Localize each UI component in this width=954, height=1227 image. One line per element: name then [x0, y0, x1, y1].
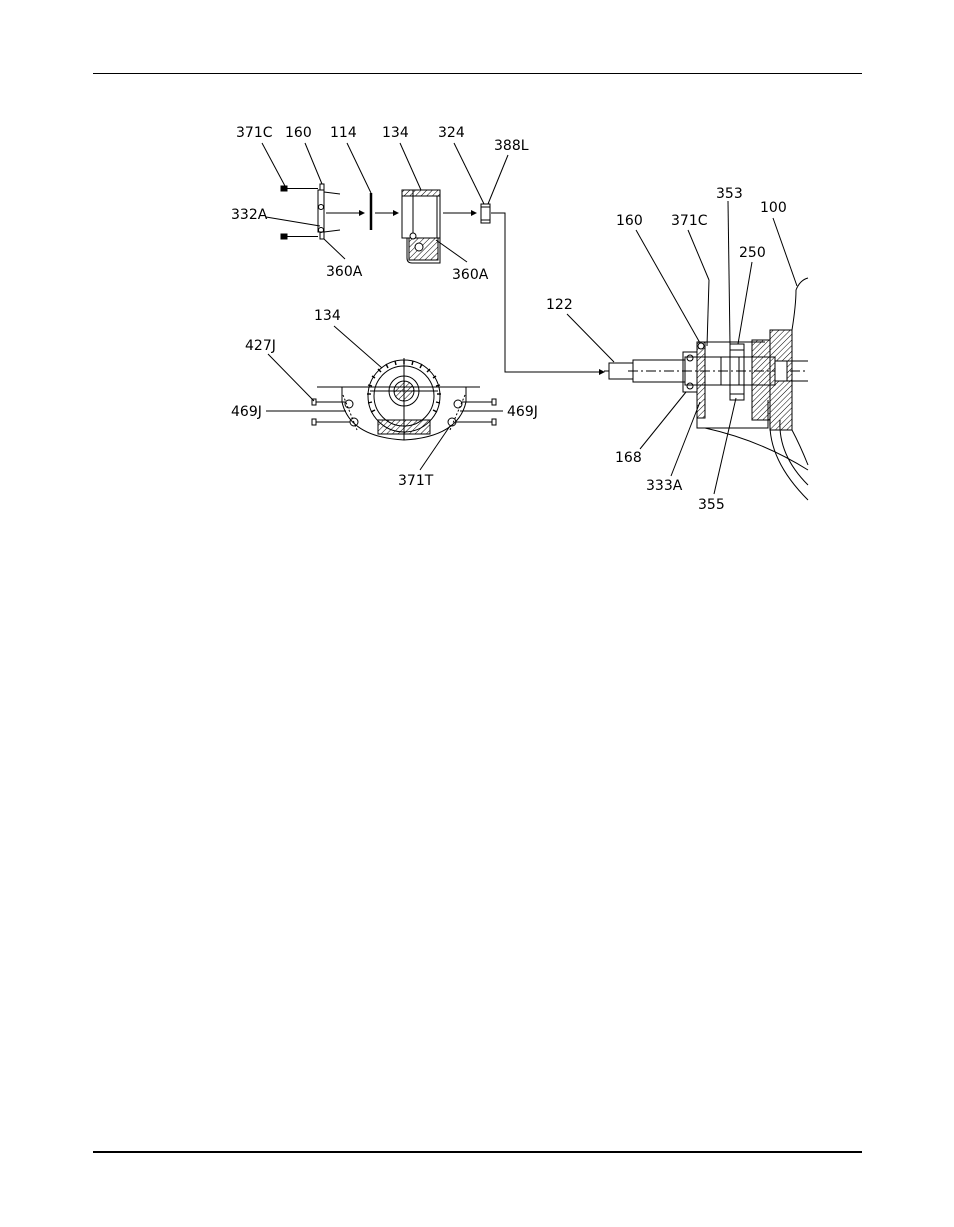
leader-lines-b	[266, 326, 503, 470]
label-360a: 360A	[326, 264, 363, 280]
label-250: 250	[739, 245, 766, 261]
label-469j: 469J	[231, 404, 262, 420]
label-114: 114	[330, 125, 357, 141]
label-355: 355	[698, 497, 725, 513]
label-100: 100	[760, 200, 787, 216]
leader-lines-a	[262, 143, 508, 262]
bearing-housing-end-view	[312, 358, 496, 440]
label-388l: 388L	[494, 138, 529, 154]
label-333a: 333A	[646, 478, 683, 494]
label-427j: 427J	[245, 338, 276, 354]
label-324: 324	[438, 125, 465, 141]
label-360a: 360A	[452, 267, 489, 283]
label-353: 353	[716, 186, 743, 202]
shaft-section-view	[604, 278, 808, 500]
callout-labels: 371C 160 114 134 324 388L 332A 360A 360A…	[231, 125, 787, 513]
label-122: 122	[546, 297, 573, 313]
label-332a: 332A	[231, 207, 268, 223]
label-371c: 371C	[671, 213, 708, 229]
label-134: 134	[314, 308, 341, 324]
label-160: 160	[616, 213, 643, 229]
label-134: 134	[382, 125, 409, 141]
label-371t: 371T	[398, 473, 434, 489]
label-469j: 469J	[507, 404, 538, 420]
label-160: 160	[285, 125, 312, 141]
footer-rule	[93, 1151, 862, 1153]
label-168: 168	[615, 450, 642, 466]
label-371c: 371C	[236, 125, 273, 141]
